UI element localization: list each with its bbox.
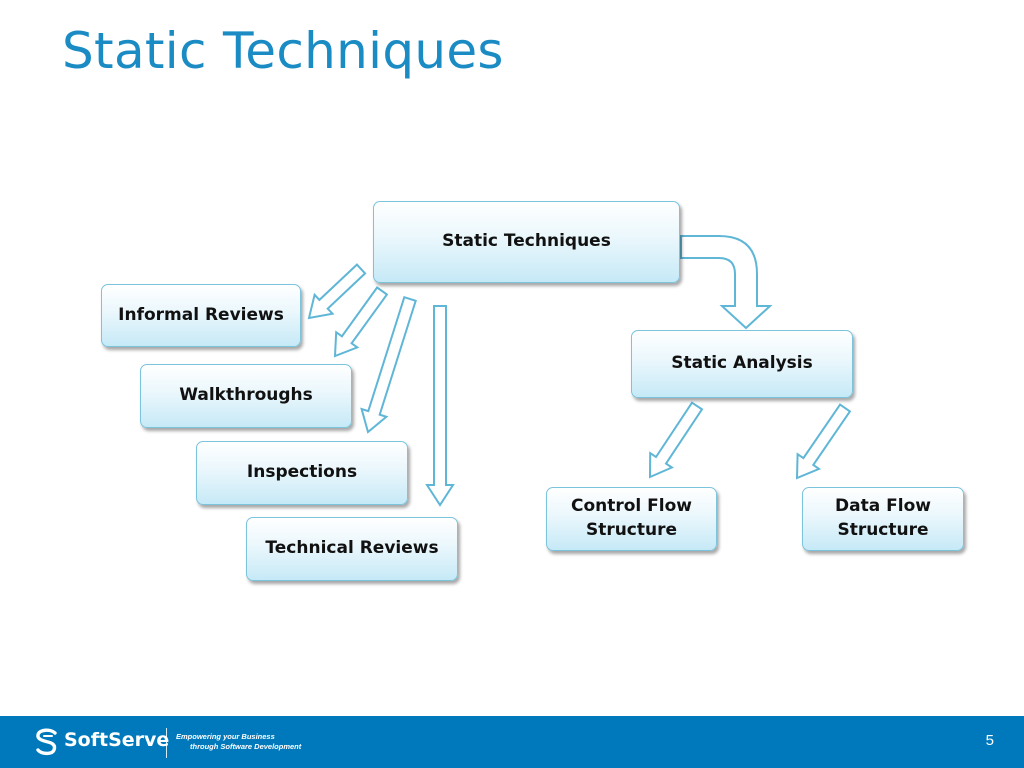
arrow-layer	[307, 235, 852, 507]
node-data-flow-label: Data Flow Structure	[835, 496, 931, 540]
tagline: Empowering your Business through Softwar…	[176, 732, 301, 752]
arrow-to-technical-reviews	[425, 305, 455, 507]
node-inspections-label: Inspections	[246, 462, 358, 483]
node-control-flow-label: Control Flow Structure	[570, 496, 693, 540]
node-informal-reviews: Informal Reviews	[101, 284, 301, 347]
softserve-logo-icon	[36, 728, 57, 756]
node-static-analysis-label: Static Analysis	[671, 353, 813, 374]
tagline-line-2: through Software Development	[190, 742, 302, 752]
arrow-to-static-analysis	[680, 235, 773, 330]
node-static-analysis: Static Analysis	[631, 330, 853, 398]
arrow-to-informal-reviews	[307, 263, 367, 320]
logo-divider	[166, 728, 167, 758]
brand-name: SoftServe	[64, 729, 170, 751]
node-informal-reviews-label: Informal Reviews	[118, 304, 284, 325]
arrow-to-walkthroughs	[333, 286, 389, 358]
node-walkthroughs-label: Walkthroughs	[179, 385, 313, 406]
node-static-techniques: Static Techniques	[373, 201, 680, 283]
node-static-techniques-label: Static Techniques	[442, 231, 611, 252]
arrow-to-inspections	[360, 295, 417, 434]
node-inspections: Inspections	[196, 441, 408, 505]
node-technical-reviews-label: Technical Reviews	[265, 538, 439, 559]
node-control-flow-structure: Control Flow Structure	[546, 487, 717, 551]
tagline-line-1: Empowering your Business	[176, 732, 275, 741]
node-walkthroughs: Walkthroughs	[140, 364, 352, 428]
node-technical-reviews: Technical Reviews	[246, 517, 458, 581]
page-number: 5	[985, 732, 994, 749]
diagram-arrows	[307, 235, 852, 507]
arrow-to-control-flow	[648, 401, 704, 479]
footer-bar: SoftServe Empowering your Business throu…	[0, 716, 1024, 768]
slide-title: Static Techniques	[62, 22, 504, 80]
arrow-to-data-flow	[795, 403, 852, 480]
node-data-flow-structure: Data Flow Structure	[802, 487, 964, 551]
